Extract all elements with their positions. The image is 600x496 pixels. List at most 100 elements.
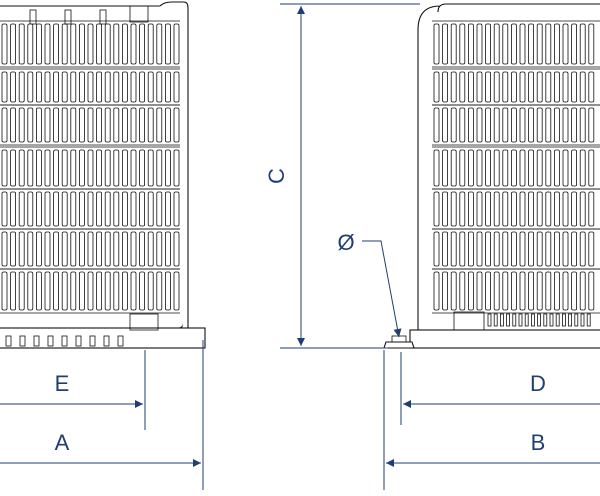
dimension-lines bbox=[0, 3, 600, 490]
grille-slot bbox=[459, 191, 466, 227]
grille-slot bbox=[442, 271, 449, 311]
grille-slot bbox=[554, 191, 560, 227]
grille-slot bbox=[113, 191, 120, 227]
grille-slot bbox=[18, 231, 25, 267]
grille-slot bbox=[87, 191, 94, 227]
label-e: E bbox=[55, 371, 70, 396]
grille-slot bbox=[173, 191, 180, 227]
grille-slot bbox=[502, 149, 509, 187]
grille-slot bbox=[61, 71, 68, 103]
grille-slot bbox=[139, 149, 146, 187]
grille-slot bbox=[433, 271, 440, 311]
grille-slot bbox=[571, 149, 577, 187]
grille-slot bbox=[122, 191, 128, 227]
grille-slot bbox=[147, 191, 154, 227]
grille-slot bbox=[53, 149, 59, 187]
grille-slot bbox=[10, 107, 17, 143]
louver-slot bbox=[518, 313, 523, 327]
left-base-feet bbox=[5, 335, 124, 347]
grille-slot bbox=[502, 191, 509, 227]
grille-slot bbox=[53, 271, 59, 311]
grille-slot bbox=[554, 271, 560, 311]
grille-slot bbox=[528, 271, 534, 311]
grille-slot bbox=[36, 149, 42, 187]
grille-slot bbox=[536, 231, 543, 267]
grille-slot bbox=[467, 271, 474, 311]
right-grille-slots bbox=[433, 23, 595, 311]
grille-slot bbox=[467, 23, 474, 65]
grille-slot bbox=[493, 271, 500, 311]
grille-slot bbox=[493, 71, 500, 103]
grille-slot bbox=[554, 71, 560, 103]
grille-slot bbox=[476, 231, 483, 267]
grille-slot bbox=[579, 271, 586, 311]
grille-slot bbox=[70, 191, 77, 227]
grille-slot bbox=[433, 191, 440, 227]
grille-slot bbox=[476, 107, 483, 143]
grille-slot bbox=[433, 231, 440, 267]
grille-slot bbox=[536, 149, 543, 187]
louver-slot bbox=[586, 313, 591, 327]
grille-slot bbox=[147, 23, 154, 65]
grille-slot bbox=[433, 149, 440, 187]
grille-slot bbox=[510, 231, 517, 267]
grille-slot bbox=[156, 71, 163, 103]
grille-slot bbox=[467, 231, 474, 267]
grille-slot bbox=[36, 191, 42, 227]
base-foot bbox=[89, 335, 96, 347]
grille-slot bbox=[485, 191, 492, 227]
grille-slot bbox=[18, 71, 25, 103]
grille-slot bbox=[459, 231, 466, 267]
grille-slot bbox=[173, 231, 180, 267]
base-foot bbox=[61, 335, 68, 347]
grille-slot bbox=[493, 149, 500, 187]
grille-slot bbox=[528, 231, 534, 267]
grille-slot bbox=[459, 71, 466, 103]
grille-slot bbox=[164, 231, 171, 267]
grille-slot bbox=[485, 71, 492, 103]
grille-slot bbox=[459, 23, 466, 65]
right-service-box bbox=[453, 311, 485, 331]
grille-slot bbox=[1, 271, 8, 311]
grille-slot bbox=[588, 71, 595, 103]
grille-slot bbox=[164, 71, 171, 103]
grille-slot bbox=[79, 107, 85, 143]
grille-slot bbox=[79, 231, 85, 267]
left-service-box bbox=[129, 313, 159, 331]
louver-slot bbox=[537, 313, 541, 327]
louver-slot bbox=[524, 313, 529, 327]
grille-slot bbox=[510, 191, 517, 227]
grille-slot bbox=[510, 71, 517, 103]
grille-slot bbox=[485, 149, 492, 187]
grille-slot bbox=[571, 71, 577, 103]
louver-slot bbox=[499, 313, 504, 327]
grille-slot bbox=[96, 191, 102, 227]
grille-slot bbox=[502, 231, 509, 267]
grille-slot bbox=[579, 23, 586, 65]
grille-slot bbox=[122, 271, 128, 311]
grille-slot bbox=[44, 149, 51, 187]
grille-slot bbox=[173, 107, 180, 143]
louver-slot bbox=[568, 313, 572, 327]
grille-slot bbox=[79, 191, 85, 227]
grille-slot bbox=[562, 149, 569, 187]
grille-slot bbox=[173, 149, 180, 187]
grille-slot bbox=[113, 231, 120, 267]
grille-slot bbox=[519, 107, 526, 143]
grille-slot bbox=[536, 271, 543, 311]
grille-slot bbox=[104, 271, 111, 311]
grille-slot bbox=[27, 107, 34, 143]
grille-slot bbox=[545, 231, 552, 267]
grille-slot bbox=[147, 71, 154, 103]
grille-slot bbox=[459, 149, 466, 187]
base-foot bbox=[75, 335, 82, 347]
grille-slot bbox=[70, 71, 77, 103]
grille-slot bbox=[96, 149, 102, 187]
grille-slot bbox=[96, 23, 102, 65]
grille-slot bbox=[70, 107, 77, 143]
grille-slot bbox=[554, 23, 560, 65]
grille-slot bbox=[173, 23, 180, 65]
grille-slot bbox=[44, 71, 51, 103]
grille-slot bbox=[70, 231, 77, 267]
grille-slot bbox=[528, 71, 534, 103]
